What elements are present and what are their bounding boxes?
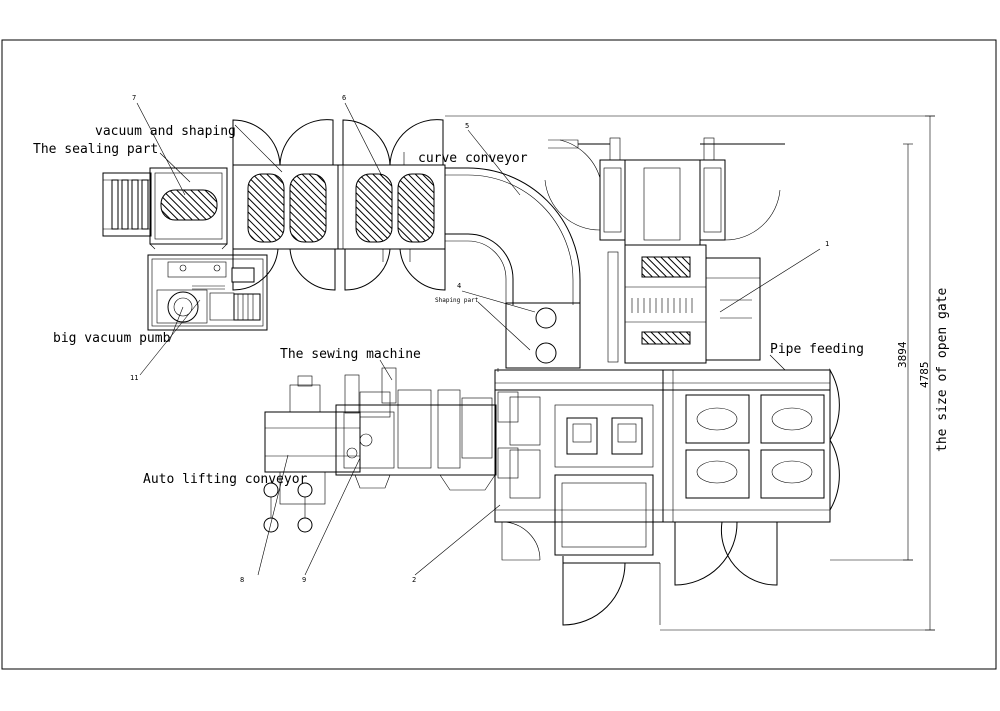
dimension-4785: 4785 bbox=[918, 362, 931, 389]
vacuum-shaping-unit bbox=[232, 119, 446, 291]
drawing-frame bbox=[1, 39, 997, 670]
callout-7: 7 bbox=[132, 94, 136, 102]
dimension-3894: 3894 bbox=[896, 341, 909, 368]
label-auto-lifting-conveyor: Auto lifting conveyor bbox=[143, 472, 308, 487]
dimension-lines bbox=[445, 115, 935, 631]
auto-lifting-conveyor bbox=[263, 375, 361, 533]
callout-11: 11 bbox=[130, 374, 138, 382]
callout-5: 5 bbox=[465, 122, 469, 130]
shaping-part bbox=[497, 302, 581, 372]
label-pipe-feeding: Pipe feeding bbox=[770, 342, 864, 357]
callout-4: 4 bbox=[457, 282, 461, 290]
callout-9: 9 bbox=[302, 576, 306, 584]
label-sewing-machine: The sewing machine bbox=[280, 347, 421, 362]
sealing-part bbox=[102, 167, 228, 250]
big-vacuum-pump bbox=[147, 254, 268, 331]
central-table bbox=[494, 368, 840, 626]
label-open-gate: the size of open gate bbox=[935, 287, 950, 452]
callout-1: 1 bbox=[825, 240, 829, 248]
callout-8: 8 bbox=[240, 576, 244, 584]
sewing-machine bbox=[335, 367, 519, 491]
label-curve-conveyor: curve conveyor bbox=[418, 151, 528, 166]
label-big-vacuum-pump: big vacuum pumb bbox=[53, 331, 171, 346]
callout-6: 6 bbox=[342, 94, 346, 102]
label-shaping-part: Shaping part bbox=[435, 297, 479, 304]
label-sealing-part: The sealing part bbox=[33, 142, 158, 157]
pipe-feeding-unit bbox=[544, 137, 785, 364]
callout-2: 2 bbox=[412, 576, 416, 584]
label-vacuum-and-shaping: vacuum and shaping bbox=[95, 124, 236, 139]
curve-conveyor bbox=[444, 167, 581, 305]
leader-lines bbox=[136, 102, 821, 576]
